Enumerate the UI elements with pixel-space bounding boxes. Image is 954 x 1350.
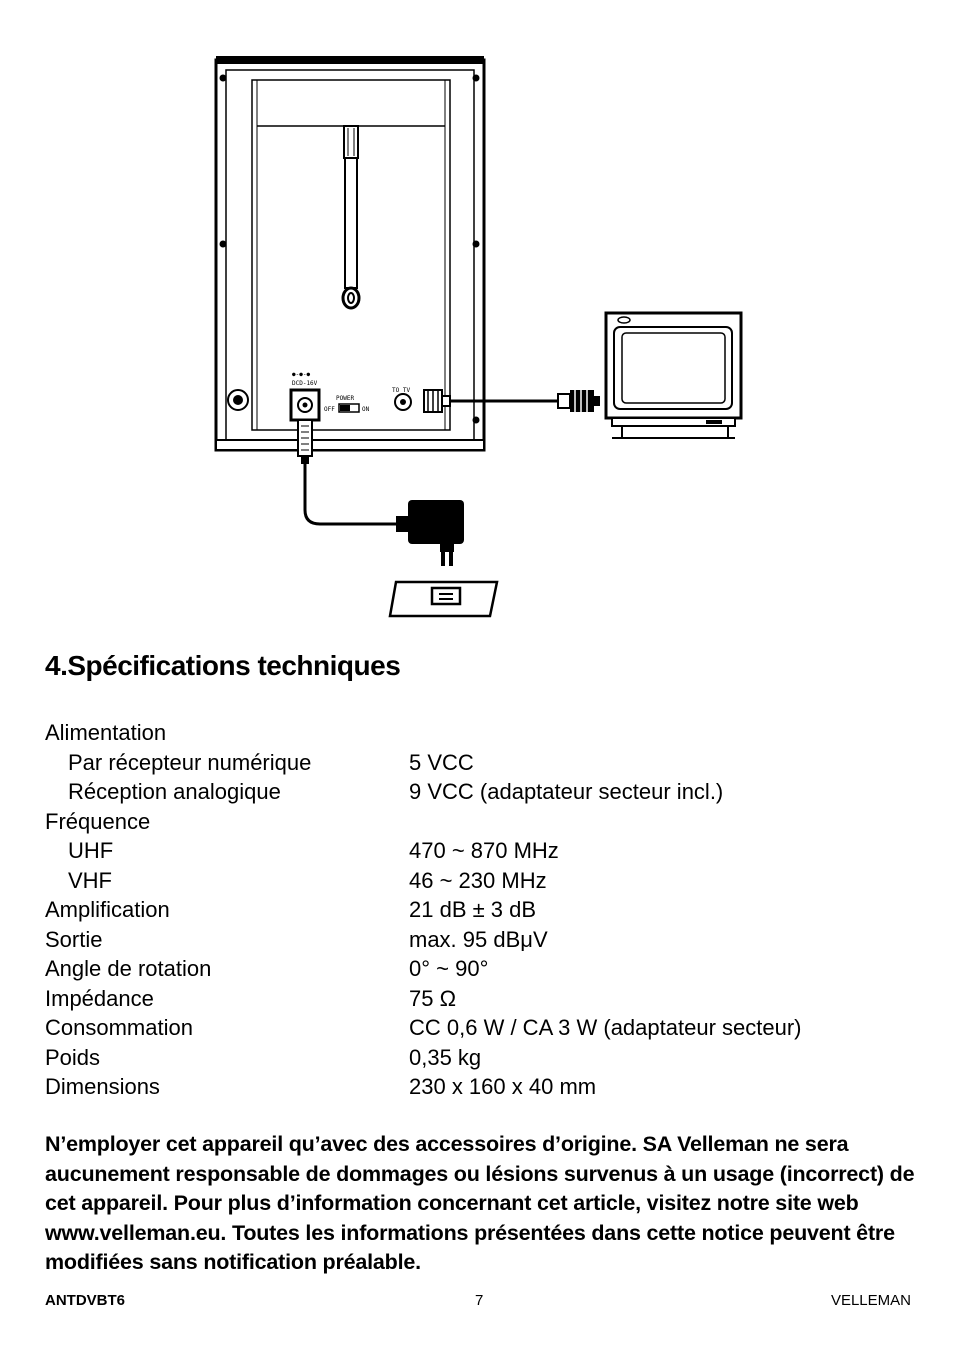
spec-label: Consommation bbox=[45, 1015, 193, 1040]
spec-row: Poids 0,35 kg bbox=[45, 1043, 915, 1073]
rod-antenna bbox=[341, 125, 361, 310]
spec-value: 5 VCC bbox=[409, 749, 474, 775]
disclaimer-note: N’employer cet appareil qu’avec des acce… bbox=[45, 1132, 915, 1274]
footer-brand: VELLEMAN bbox=[830, 1292, 911, 1309]
off-label: OFF bbox=[324, 406, 335, 413]
spec-value: 230 x 160 x 40 mm bbox=[409, 1074, 597, 1099]
spec-row: Dimensions 230 x 160 x 40 mm bbox=[45, 1072, 915, 1102]
totv-label: TO TV bbox=[392, 387, 410, 394]
spec-label: Sortie bbox=[45, 926, 103, 952]
spec-row: Réception analogique 9 VCC (adaptateur se… bbox=[45, 777, 915, 807]
coax-plug bbox=[423, 389, 451, 413]
connector-icon bbox=[227, 389, 249, 411]
spec-row: Sortie max. 95 dBμV bbox=[45, 925, 915, 955]
power-cable bbox=[297, 419, 398, 526]
dc-label: DCD-16V bbox=[292, 380, 318, 387]
connection-diagram: ●-●-● DCD-16V POWER OFF ON TO TV bbox=[0, 0, 954, 630]
spec-label: Angle de rotation bbox=[45, 956, 212, 981]
spec-row: VHF 46 ~ 230 MHz bbox=[45, 866, 915, 896]
spec-value: max. 95 dBμV bbox=[409, 926, 548, 952]
page-number: 7 bbox=[475, 1292, 484, 1309]
footer-model: ANTDVBT6 bbox=[45, 1292, 126, 1309]
coax-cable bbox=[450, 390, 600, 412]
screw-icon bbox=[219, 74, 480, 424]
dc-input-jack: ●-●-● DCD-16V bbox=[289, 371, 321, 422]
tv-icon bbox=[604, 311, 743, 439]
antenna-unit bbox=[214, 56, 486, 452]
spec-label: UHF bbox=[68, 838, 114, 863]
tv-output-jack: TO TV bbox=[392, 387, 412, 411]
spec-label: Alimentation bbox=[45, 720, 167, 745]
spec-label: Amplification bbox=[45, 897, 170, 922]
spec-row: Impédance 75 Ω bbox=[45, 984, 915, 1014]
spec-row: Alimentation bbox=[45, 718, 915, 748]
power-switch: POWER OFF ON bbox=[324, 395, 370, 413]
spec-label: VHF bbox=[68, 867, 112, 893]
spec-value: 0° ~ 90° bbox=[409, 956, 489, 981]
spec-row: UHF 470 ~ 870 MHz bbox=[45, 836, 915, 866]
spec-row: Consommation CC 0,6 W / CA 3 W (adaptateu… bbox=[45, 1013, 915, 1043]
spec-value: 0,35 kg bbox=[409, 1044, 482, 1070]
spec-label: Fréquence bbox=[45, 808, 151, 834]
spec-label: Impédance bbox=[45, 985, 154, 1011]
spec-row: Par récepteur numérique 5 VCC bbox=[45, 748, 915, 778]
spec-label: Par récepteur numérique bbox=[68, 749, 312, 775]
wall-outlet-icon bbox=[388, 580, 499, 618]
section-title: 4.Spécifications techniques bbox=[45, 650, 401, 681]
spec-value: CC 0,6 W / CA 3 W (adaptateur secteur) bbox=[409, 1015, 802, 1040]
spec-label: Dimensions bbox=[45, 1074, 160, 1099]
spec-value: 470 ~ 870 MHz bbox=[409, 838, 559, 863]
spec-row: Angle de rotation 0° ~ 90° bbox=[45, 954, 915, 984]
svg-text:●-●-●: ●-●-● bbox=[292, 371, 310, 378]
spec-value: 9 VCC (adaptateur secteur incl.) bbox=[409, 779, 724, 804]
power-adapter-icon bbox=[396, 500, 464, 566]
on-label: ON bbox=[362, 406, 370, 413]
spec-value: 46 ~ 230 MHz bbox=[409, 867, 547, 893]
spec-row: Fréquence bbox=[45, 807, 915, 837]
spec-label: Réception analogique bbox=[68, 779, 281, 804]
page-footer: ANTDVBT6 7 VELLEMAN bbox=[45, 1292, 911, 1312]
spec-value: 75 Ω bbox=[409, 985, 457, 1011]
spec-row: Amplification 21 dB ± 3 dB bbox=[45, 895, 915, 925]
spec-value: 21 dB ± 3 dB bbox=[409, 897, 537, 922]
power-label: POWER bbox=[336, 395, 354, 402]
spec-label: Poids bbox=[45, 1044, 101, 1070]
